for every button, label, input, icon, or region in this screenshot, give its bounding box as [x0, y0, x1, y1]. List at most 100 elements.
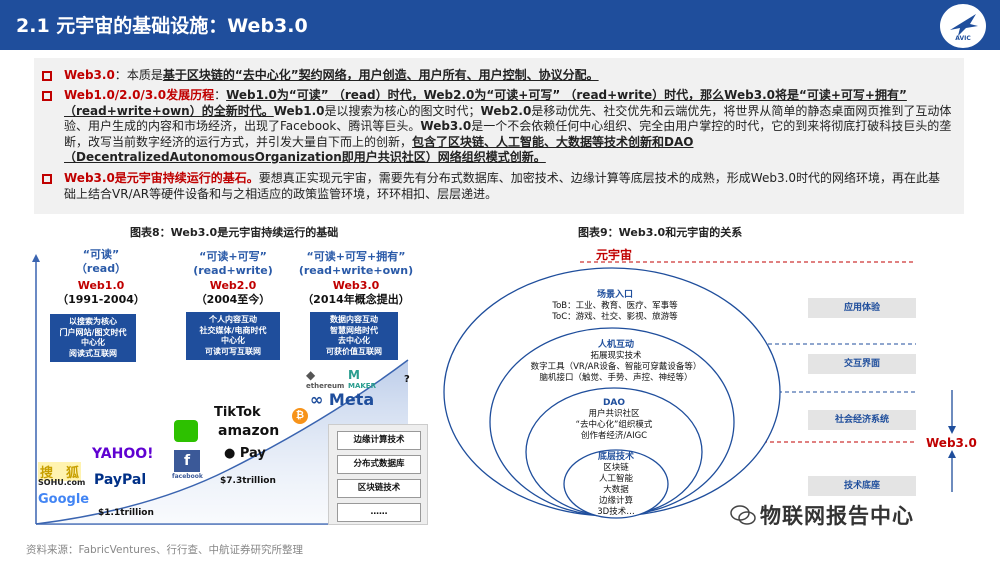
bullet-web3-definition: Web3.0：本质是基于区块链的“去中心化”契约网络，用户创造、用户所有、用户控…	[42, 68, 952, 84]
bullet-lead: Web1.0/2.0/3.0发展历程	[64, 88, 215, 102]
bullet-key: Web1.0	[273, 103, 325, 118]
layer-line: ToC：游戏、社交、影视、旅游等	[552, 312, 678, 322]
facebook-label: facebook	[172, 473, 203, 480]
bullet-emphasis: 包含了区块链、人工智能、大数据等技术创新和DAO（DecentralizedAu…	[64, 134, 694, 165]
bullet-emphasis: 基于区块链的“去中心化”契约网络，用户创造、用户所有、用户控制、协议分配。	[162, 68, 599, 82]
box-interaction-interface: 交互界面	[808, 354, 916, 374]
era-web1: “可读” （read） Web1.0 （1991-2004）	[56, 248, 146, 307]
meta-text: Meta	[328, 390, 375, 409]
layer-line: 区块链	[603, 463, 629, 473]
era-quote: “可读+可写”	[199, 250, 267, 263]
page-title: 2.1 元宇宙的基础设施：Web3.0	[16, 15, 308, 37]
era-web1-desc: 以搜索为核心 门户网站/图文时代 中心化 阅读式互联网	[50, 314, 136, 362]
desc-line: 可获价值互联网	[326, 346, 382, 356]
desc-line: 去中心化	[338, 336, 370, 345]
box-app-experience: 应用体验	[808, 298, 916, 318]
bullet-text: 是以搜索为核心的图文时代；	[324, 103, 481, 118]
google-logo: Google	[38, 492, 90, 507]
bullet-square-icon	[42, 174, 52, 184]
era-quote: “可读+可写+拥有”	[306, 250, 406, 263]
era-web2-desc: 个人内容互动 社交媒体/电商时代 中心化 可读可写互联网	[186, 312, 280, 360]
tech-item: 区块链技术	[337, 479, 421, 498]
bullet-square-icon	[42, 91, 52, 101]
desc-line: 数据内容互动	[330, 315, 378, 324]
era-web3-desc: 数据内容互动 智慧网络时代 去中心化 可获价值互联网	[310, 312, 398, 360]
layer-line: ToB：工业、教育、医疗、军事等	[552, 301, 678, 311]
desc-line: 社交媒体/电商时代	[199, 325, 267, 335]
layer-base-tech: 底层技术 区块链 人工智能 大数据 边缘计算 3D技术…	[576, 452, 656, 518]
wechat-watermark-icon	[730, 505, 756, 525]
era-years: （2004至今）	[195, 293, 271, 306]
layer-line: 边缘计算	[598, 496, 633, 506]
layer-line: 大数据	[603, 485, 629, 495]
box-tech-base: 技术底座	[808, 476, 916, 496]
layer-dao: DAO 用户共识社区 “去中心化”组织模式 创作者经济/AIGC	[554, 398, 674, 442]
ethereum-logo: ◆ethereum	[306, 368, 344, 390]
layer-line: 人工智能	[598, 474, 633, 484]
maker-text: MAKER	[348, 382, 376, 390]
amazon-logo: amazon	[218, 423, 280, 439]
wechat-icon	[174, 420, 198, 442]
desc-line: 智慧网络时代	[330, 325, 378, 335]
era-name: Web2.0	[209, 279, 257, 292]
meta-logo: ∞ Meta	[310, 390, 374, 409]
ethereum-text: ethereum	[306, 382, 345, 390]
bullet-key: Web3.0	[420, 119, 472, 133]
source-note: 资料来源：FabricVentures、行行查、中航证券研究所整理	[26, 544, 303, 556]
bullet-lead: Web3.0	[64, 68, 115, 82]
era-web2: “可读+可写” (read+write) Web2.0 （2004至今）	[183, 250, 283, 307]
amount-web1: $1.1trillion	[98, 508, 154, 518]
desc-line: 以搜索为核心	[69, 317, 117, 326]
layer-head: 人机互动	[597, 340, 634, 350]
layer-scene-entry: 场景入口 ToB：工业、教育、医疗、军事等 ToC：游戏、社交、影视、旅游等	[540, 290, 690, 323]
bullet-text: 要想真正实现元宇宙，需要先有分布式数据库、加密技术、边缘计算等底层技术的成熟，形…	[64, 171, 941, 201]
box-socio-economic: 社会经济系统	[808, 410, 916, 430]
bullet-key: Web2.0	[480, 103, 532, 118]
layer-line: “去中心化”组织模式	[575, 420, 653, 430]
figure9-diagram: 元宇宙 Web3.0 场景入口 ToB：工业、教育、医疗、军事等 ToC：游戏、…	[440, 240, 1000, 530]
tech-item: 分布式数据库	[337, 455, 421, 474]
bullet-text: 是一个不会依赖任何中心组织、完全由用户掌控的时代，它的到来将彻底打破科技巨头的垄…	[64, 119, 952, 149]
era-quote-en: (read+write+own)	[298, 264, 414, 277]
tech-item: 边缘计算技术	[337, 431, 421, 450]
era-quote-en: （read）	[75, 262, 127, 275]
layer-head: DAO	[602, 398, 626, 408]
figure9-title: 图表9：Web3.0和元宇宙的关系	[578, 226, 743, 239]
desc-line: 中心化	[221, 336, 245, 345]
bullet-text: 是移动优先、社交优先和云端优先，将世界从简单的静态桌面网页推到了互动体验、用户生…	[64, 103, 952, 134]
bitcoin-icon: ₿	[292, 408, 308, 424]
web3-label: Web3.0	[926, 436, 977, 450]
desc-line: 门户网站/图文时代	[59, 327, 127, 337]
apple-icon: ●	[224, 446, 236, 461]
era-quote: “可读”	[82, 248, 120, 261]
metaverse-label: 元宇宙	[596, 248, 633, 262]
bullet-text: 本质是	[126, 68, 163, 82]
bullet-sep: ：	[214, 88, 227, 102]
layer-line: 数字工具（VR/AR设备、智能可穿戴设备等）	[530, 362, 702, 372]
pay-text: Pay	[239, 446, 266, 461]
desc-line: 阅读式互联网	[69, 348, 117, 358]
layer-head: 场景入口	[596, 290, 633, 300]
desc-line: 个人内容互动	[209, 315, 257, 324]
layer-head: 底层技术	[597, 452, 634, 462]
era-name: Web3.0	[332, 279, 380, 292]
layer-line: 脑机接口（触觉、手势、声控、神经等）	[539, 373, 693, 383]
tech-item: ……	[337, 503, 421, 522]
logo-text: AVIC	[955, 35, 971, 42]
unknown-mark: ?	[404, 374, 410, 385]
plane-icon	[950, 14, 978, 36]
era-quote-en: (read+write)	[193, 264, 273, 277]
layer-hci: 人机互动 拓展现实技术 数字工具（VR/AR设备、智能可穿戴设备等） 脑机接口（…	[516, 340, 716, 384]
bullet-web-history: Web1.0/2.0/3.0发展历程：Web1.0为“可读” （read）时代，…	[42, 88, 952, 166]
paypal-logo: PayPal	[94, 472, 147, 488]
bullet-sep: ：	[114, 68, 127, 82]
layer-line: 3D技术…	[597, 507, 635, 517]
desc-line: 可读可写互联网	[205, 346, 261, 356]
bullet-web3-foundation: Web3.0是元宇宙持续运行的基石。要想真正实现元宇宙，需要先有分布式数据库、加…	[42, 171, 952, 202]
tech-panel: 边缘计算技术 分布式数据库 区块链技术 ……	[328, 424, 428, 525]
layer-line: 创作者经济/AIGC	[580, 431, 648, 441]
sohu-logo: 搜 狐	[38, 462, 82, 481]
era-name: Web1.0	[77, 279, 125, 292]
nested-ellipse-diagram	[443, 261, 956, 519]
